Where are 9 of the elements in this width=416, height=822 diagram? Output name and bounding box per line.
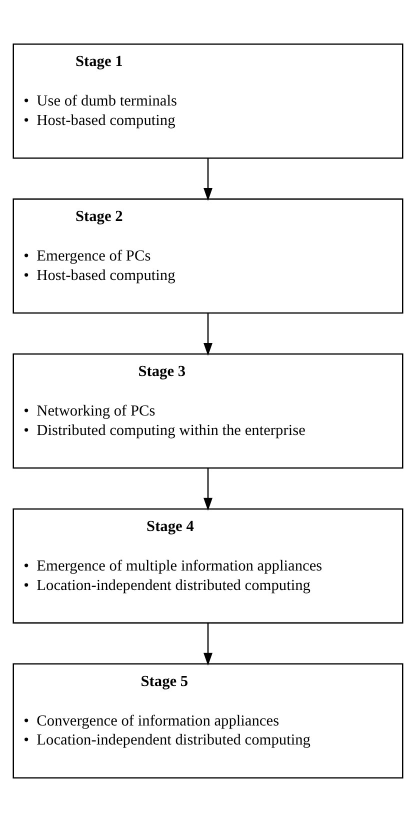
node-box: Stage 5 • Convergence of information appliances • Location-independent distributed computing	[12, 663, 404, 779]
node-box: Stage 4 • Emergence of multiple information appliances • Location-independent distributed computing	[12, 508, 404, 624]
node-box: Stage 3 • Networking of PCs • Distributed computing within the enterprise	[12, 353, 404, 469]
arrow	[204, 313, 212, 356]
arrow	[204, 158, 212, 201]
arrow	[204, 468, 212, 511]
node-box: Stage 2 • Emergence of PCs • Host-based computing	[12, 198, 404, 314]
arrow	[204, 623, 212, 666]
node-box: Stage 1 • Use of dumb terminals • Host-based computing	[12, 43, 404, 159]
